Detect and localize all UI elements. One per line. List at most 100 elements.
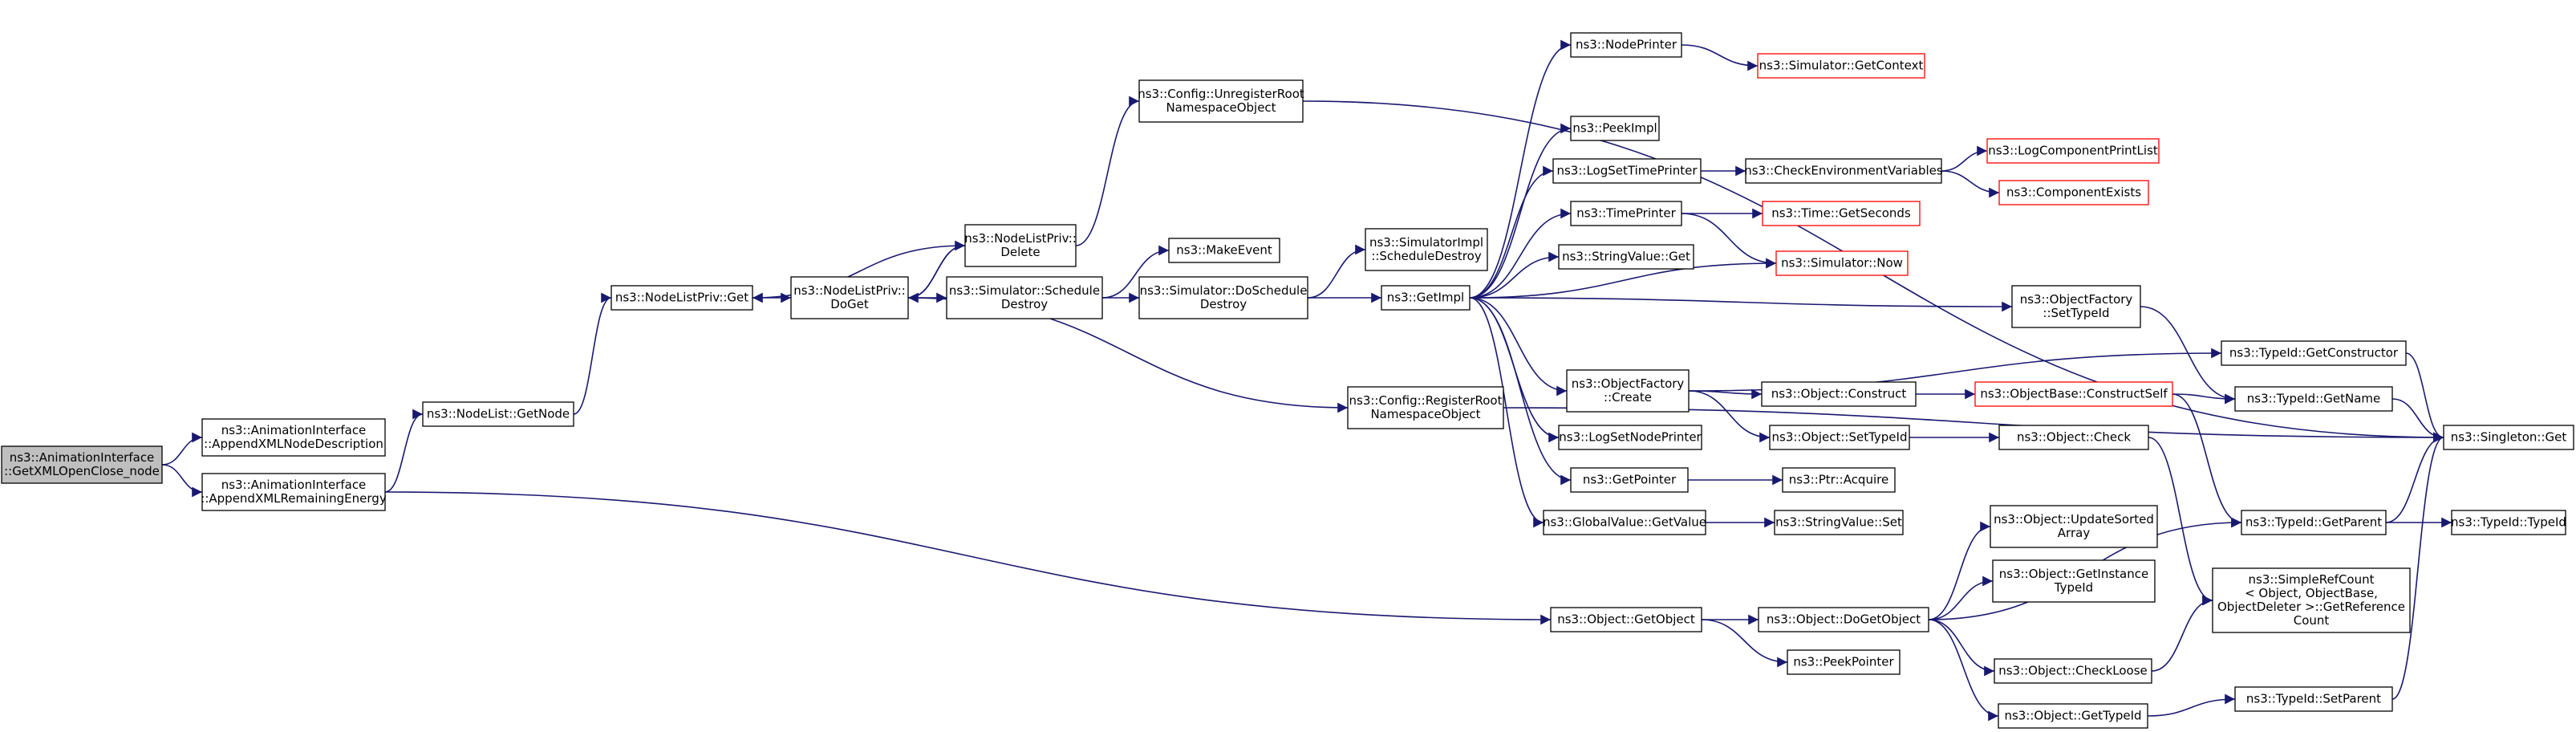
edge-n22-n25: [1681, 213, 1777, 269]
node-label: ns3::GlobalValue::GetValue: [1543, 515, 1706, 530]
node-ns3-object-checkloose[interactable]: ns3::Object::CheckLoose: [1994, 658, 2152, 684]
node-ns3-logsettimeprinter[interactable]: ns3::LogSetTimePrinter: [1552, 158, 1702, 184]
node-label: ns3::StringValue::Set: [1775, 515, 1902, 530]
node-ns3-ptr-acquire[interactable]: ns3::Ptr::Acquire: [1782, 467, 1896, 493]
node-ns3-nodeprinter[interactable]: ns3::NodePrinter: [1570, 32, 1682, 58]
node-ns3-typeid-getparent[interactable]: ns3::TypeId::GetParent: [2241, 510, 2387, 535]
node-ns3-globalvalue-getvalue[interactable]: ns3::GlobalValue::GetValue: [1543, 510, 1706, 535]
node-ns3-getpointer[interactable]: ns3::GetPointer: [1570, 467, 1689, 493]
node-ns3-typeid-typeid[interactable]: ns3::TypeId::TypeId: [2451, 510, 2566, 535]
node-label: ns3::NodeList::GetNode: [427, 407, 570, 421]
node-label: Array: [2058, 526, 2091, 540]
node-ns3-simplerefcount-object-objectbase-objectdeleter-getreference-count[interactable]: ns3::SimpleRefCount< Object, ObjectBase,…: [2212, 567, 2411, 633]
node-ns3-time-getseconds[interactable]: ns3::Time::GetSeconds: [1762, 201, 1921, 226]
node-ns3-logsetnodeprinter[interactable]: ns3::LogSetNodePrinter: [1558, 425, 1702, 450]
node-ns3-nodelistpriv-get[interactable]: ns3::NodeListPriv::Get: [611, 285, 753, 311]
node-ns3-simulator-schedule-destroy[interactable]: ns3::Simulator::ScheduleDestroy: [946, 276, 1103, 319]
edge-n27-n31: [1688, 390, 1771, 443]
node-ns3-config-unregisterroot-namespaceobject[interactable]: ns3::Config::UnregisterRootNamespaceObje…: [1138, 79, 1304, 123]
node-ns3-getimpl[interactable]: ns3::GetImpl: [1381, 285, 1471, 311]
node-ns3-simulator-now[interactable]: ns3::Simulator::Now: [1775, 250, 1909, 276]
node-box: [946, 276, 1103, 319]
node-label: ns3::Object::Check: [2017, 430, 2131, 445]
node-ns3-object-dogetobject[interactable]: ns3::Object::DoGetObject: [1758, 607, 1929, 632]
node-box: [611, 285, 753, 311]
node-ns3-typeid-setparent[interactable]: ns3::TypeId::SetParent: [2234, 686, 2393, 712]
node-box: [1998, 703, 2148, 729]
node-label: ns3::LogSetNodePrinter: [1559, 430, 1702, 445]
node-box: [1347, 386, 1504, 429]
node-ns3-peekpointer[interactable]: ns3::PeekPointer: [1787, 649, 1901, 675]
node-box: [1774, 510, 1904, 535]
node-box: [964, 224, 1077, 267]
node-label: ns3::Config::RegisterRoot: [1349, 393, 1503, 408]
edge-n11-n13: [1307, 244, 1366, 299]
edge-n7-n9: [1075, 96, 1140, 246]
node-box: [1986, 138, 2160, 164]
node-label: ns3::Object::UpdateSorted: [1994, 512, 2154, 527]
node-ns3-timeprinter[interactable]: ns3::TimePrinter: [1570, 201, 1682, 226]
node-label: ns3::Object::DoGetObject: [1767, 612, 1921, 627]
edge-n14-n22: [1469, 208, 1572, 299]
edge-n27-n28: [1688, 388, 1763, 400]
node-box: [1365, 228, 1488, 271]
edge-n42-n44: [1928, 521, 1991, 620]
node-box: [1381, 285, 1471, 311]
node-ns3-object-settypeid[interactable]: ns3::Object::SetTypeId: [1769, 425, 1910, 450]
edge-n42-n45: [1928, 575, 1994, 620]
node-box: [2234, 686, 2393, 712]
node-ns3-object-construct[interactable]: ns3::Object::Construct: [1761, 381, 1917, 407]
node-ns3-objectfactory-create[interactable]: ns3::ObjectFactory::Create: [1566, 369, 1690, 413]
node-ns3-objectfactory-settypeid[interactable]: ns3::ObjectFactory::SetTypeId: [2011, 285, 2141, 328]
node-ns3-peekimpl[interactable]: ns3::PeekImpl: [1570, 116, 1660, 141]
node-box: [2011, 285, 2141, 328]
edge-n29-n40: [2172, 393, 2242, 528]
node-box: [1550, 607, 1702, 632]
node-ns3-animationinterface-appendxmlremainingenergy[interactable]: ns3::AnimationInterface::AppendXMLRemain…: [201, 473, 387, 511]
edge-n7-n5: [752, 245, 966, 303]
node-label: ns3::AnimationInterface: [221, 478, 367, 492]
node-ns3-componentexists[interactable]: ns3::ComponentExists: [1998, 180, 2149, 205]
node-label: ns3::TypeId::TypeId: [2451, 515, 2566, 530]
node-ns3-simulatorimpl-scheduledestroy[interactable]: ns3::SimulatorImpl::ScheduleDestroy: [1365, 228, 1488, 271]
node-ns3-typeid-getname[interactable]: ns3::TypeId::GetName: [2234, 386, 2393, 412]
node-ns3-logcomponentprintlist[interactable]: ns3::LogComponentPrintList: [1986, 138, 2160, 164]
edge-n14-n25: [1469, 258, 1777, 299]
node-ns3-object-getobject[interactable]: ns3::Object::GetObject: [1550, 607, 1702, 632]
node-ns3-makeevent[interactable]: ns3::MakeEvent: [1168, 238, 1280, 263]
node-ns3-checkenvironmentvariables[interactable]: ns3::CheckEnvironmentVariables: [1744, 158, 1943, 184]
edge-n37-n39: [2405, 352, 2444, 443]
node-box: [1761, 381, 1917, 407]
node-label: DoGet: [830, 297, 869, 311]
node-label: ns3::NodeListPriv::: [964, 231, 1077, 246]
node-ns3-nodelistpriv-doget[interactable]: ns3::NodeListPriv::DoGet: [790, 276, 909, 319]
node-ns3-stringvalue-set[interactable]: ns3::StringValue::Set: [1774, 510, 1904, 535]
node-label: ns3::NodePrinter: [1576, 38, 1677, 52]
edge-n19-n20: [1941, 145, 1988, 172]
node-label: ns3::Time::GetSeconds: [1771, 206, 1911, 221]
node-ns3-objectbase-constructself[interactable]: ns3::ObjectBase::ConstructSelf: [1974, 381, 2173, 407]
node-ns3-object-gettypeid[interactable]: ns3::Object::GetTypeId: [1998, 703, 2148, 729]
node-ns3-object-check[interactable]: ns3::Object::Check: [1998, 425, 2149, 450]
node-label: ns3::TimePrinter: [1576, 206, 1676, 221]
node-box: [1558, 425, 1702, 450]
node-ns3-typeid-getconstructor[interactable]: ns3::TypeId::GetConstructor: [2221, 340, 2407, 366]
node-ns3-simulator-getcontext[interactable]: ns3::Simulator::GetContext: [1757, 53, 1925, 79]
node-label: ns3::Object::GetObject: [1557, 612, 1695, 627]
edge-n7-n6: [907, 245, 966, 303]
node-ns3-animationinterface-getxmlopenclose-node[interactable]: ns3::AnimationInterface::GetXMLOpenClose…: [1, 445, 163, 484]
node-box: [201, 418, 386, 457]
node-ns3-nodelistpriv-delete[interactable]: ns3::NodeListPriv::Delete: [964, 224, 1077, 267]
node-ns3-nodelist-getnode[interactable]: ns3::NodeList::GetNode: [422, 401, 574, 427]
node-ns3-animationinterface-appendxmlnodedescription[interactable]: ns3::AnimationInterface::AppendXMLNodeDe…: [201, 418, 386, 457]
node-label: ::SetTypeId: [2043, 306, 2109, 320]
node-ns3-singleton-get[interactable]: ns3::Singleton::Get: [2443, 425, 2574, 450]
node-box: [1566, 369, 1690, 413]
node-ns3-stringvalue-get[interactable]: ns3::StringValue::Get: [1558, 244, 1694, 270]
edge-n42-n47: [1928, 619, 1995, 677]
node-label: ns3::LogSetTimePrinter: [1556, 164, 1698, 178]
